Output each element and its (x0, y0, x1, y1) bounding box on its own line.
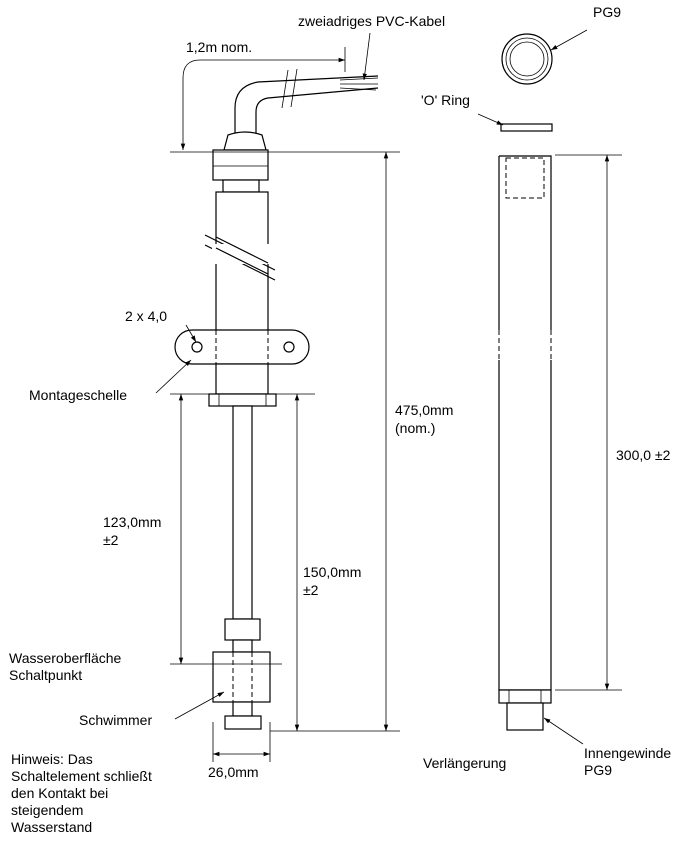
note-line: den Kontakt bei (11, 785, 108, 801)
housing-thread (222, 179, 260, 193)
mounting-clamp (174, 329, 310, 365)
lower-stop-collar (224, 715, 262, 730)
cable-gland-nut (212, 149, 269, 181)
note-line: Hinweis: Das (11, 751, 93, 767)
mounting-hole-left (191, 341, 203, 353)
level-switch-assembly (174, 68, 379, 730)
label-water-surface: Wasseroberfläche (9, 650, 122, 666)
label-holes: 2 x 4,0 (125, 308, 167, 324)
label-thread: Innengewinde (584, 745, 671, 761)
note-line: Schaltelement schließt (11, 768, 152, 784)
label-switch-point-tol: ±2 (103, 532, 119, 548)
pg9-top-view (501, 33, 553, 85)
label-o-ring: 'O' Ring (421, 92, 470, 108)
label-extension: Verlängerung (423, 755, 506, 771)
label-total-length-nom: (nom.) (395, 420, 435, 436)
extension-tube (498, 155, 552, 731)
label-cable: zweiadriges PVC-Kabel (298, 13, 445, 29)
label-switch-point: 123,0mm (103, 514, 161, 530)
label-clamp: Montageschelle (29, 387, 127, 403)
label-total-length: 475,0mm (395, 402, 453, 418)
mounting-hole-right (283, 341, 295, 353)
label-diameter: 26,0mm (208, 764, 259, 780)
float (212, 651, 271, 703)
label-float: Schwimmer (79, 712, 152, 728)
label-extension-length: 300,0 ±2 (616, 447, 671, 463)
label-pg9-top: PG9 (593, 4, 621, 20)
thread-stub (506, 702, 544, 731)
note-line: steigendem (11, 802, 83, 818)
label-float-travel-tol: ±2 (303, 582, 319, 598)
o-ring (500, 123, 553, 132)
stem (232, 405, 253, 620)
label-switch-point-name: Schaltpunkt (9, 667, 82, 683)
label-float-travel: 150,0mm (303, 564, 361, 580)
dimension-lines (155, 29, 622, 762)
cable (234, 68, 379, 135)
upper-stop-collar (224, 618, 261, 641)
note-line: Wasserstand (11, 819, 92, 835)
label-cable-length: 1,2m nom. (186, 39, 252, 55)
label-thread-pg9: PG9 (584, 762, 612, 778)
cable-gland-cap (223, 131, 267, 151)
lower-housing (215, 363, 269, 395)
